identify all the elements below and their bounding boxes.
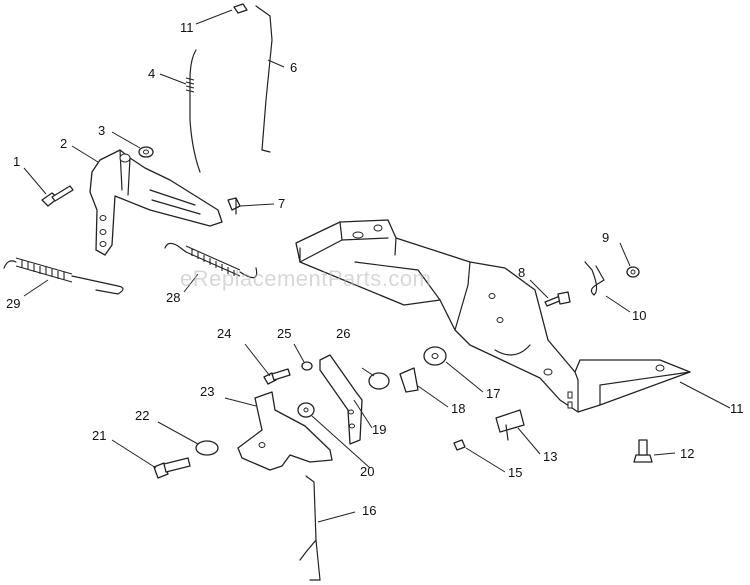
callout-26: 26	[336, 326, 350, 341]
callout-labels: 11 6 4 3 2 1 7 8 9 10 11 12 13 15 16 17 …	[6, 20, 744, 518]
callout-29: 29	[6, 296, 20, 311]
small-screw	[453, 439, 466, 451]
callout-7: 7	[278, 196, 285, 211]
callout-6: 6	[290, 60, 297, 75]
arm-nut	[301, 361, 313, 371]
callout-5: 11	[180, 20, 194, 35]
callout-15: 15	[508, 465, 522, 480]
watermark: eReplacementParts.com	[180, 266, 431, 291]
callout-4: 4	[148, 66, 155, 81]
nut	[138, 146, 154, 158]
rod-clip	[227, 197, 241, 215]
callout-9: 9	[602, 230, 609, 245]
callout-22: 22	[135, 408, 149, 423]
link-rod	[299, 475, 321, 581]
flange-bolt	[633, 439, 653, 463]
throttle-cable	[185, 49, 201, 173]
callout-1: 1	[13, 154, 20, 169]
governor-spring	[164, 242, 258, 279]
callout-20: 20	[360, 464, 374, 479]
callout-10: 10	[632, 308, 646, 323]
torsion-spring	[584, 261, 605, 296]
callout-2: 2	[60, 136, 67, 151]
washer	[423, 346, 447, 366]
return-spring	[3, 257, 124, 295]
callout-12: 12	[680, 446, 694, 461]
callout-18: 18	[451, 401, 465, 416]
bracket-nut	[626, 266, 640, 278]
arm-washer	[368, 372, 390, 390]
callout-23: 23	[200, 384, 214, 399]
callout-17: 17	[486, 386, 500, 401]
callout-19: 19	[372, 422, 386, 437]
spacer-washer	[195, 440, 219, 456]
callout-25: 25	[277, 326, 291, 341]
callout-21: 21	[92, 428, 106, 443]
lower-bracket	[237, 391, 333, 471]
control-rod	[255, 5, 273, 153]
callout-16: 16	[362, 503, 376, 518]
control-lever	[89, 149, 223, 256]
callout-24: 24	[217, 326, 231, 341]
hex-bolt	[153, 457, 191, 479]
main-bracket	[295, 219, 691, 413]
callout-11: 11	[730, 401, 744, 416]
bracket-washer	[297, 402, 315, 418]
retainer-clip	[399, 367, 419, 393]
arm-bolt	[263, 368, 291, 385]
cable-clip	[233, 3, 248, 14]
callout-8: 8	[518, 265, 525, 280]
callout-3: 3	[98, 123, 105, 138]
governor-arm	[319, 354, 363, 445]
leader-lines	[23, 9, 731, 523]
bracket-bolt	[544, 291, 571, 307]
bolt	[41, 185, 74, 207]
callout-28: 28	[166, 290, 180, 305]
spring-clip	[495, 409, 525, 441]
callout-13: 13	[543, 449, 557, 464]
